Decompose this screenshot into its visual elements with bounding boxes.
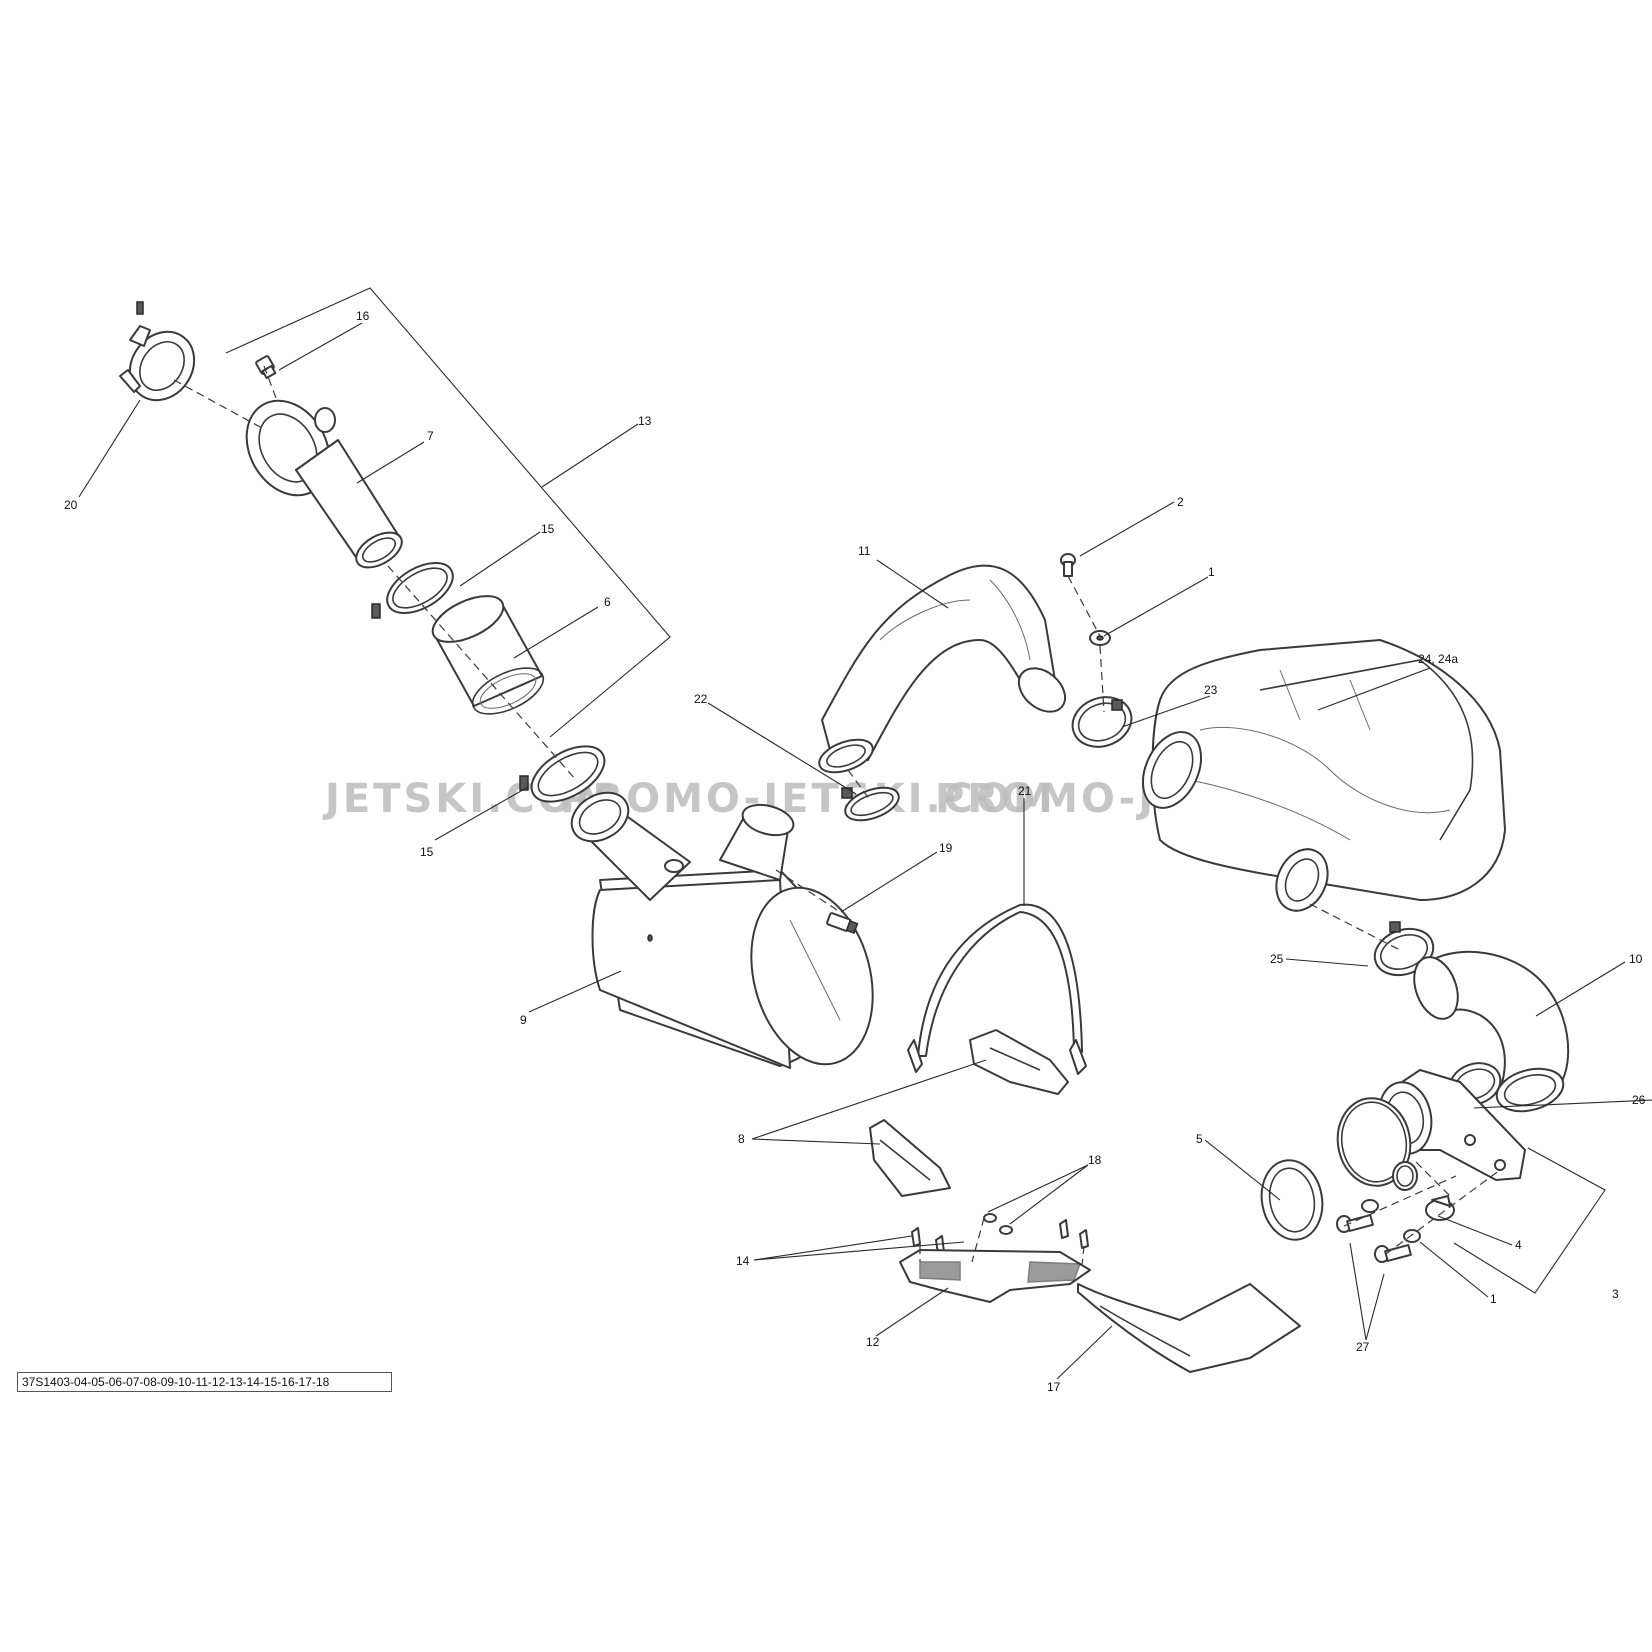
part-27-bolts <box>1336 1214 1412 1263</box>
part-1-washers-bottom <box>1361 1199 1421 1243</box>
callout-25: 25 <box>1270 952 1284 966</box>
callout-17: 17 <box>1047 1380 1061 1394</box>
assembly-dashed-lines <box>173 365 1501 1267</box>
reference-code: 37S1403-04-05-06-07-08-09-10-11-12-13-14… <box>22 1375 330 1389</box>
callout-8: 8 <box>738 1132 745 1146</box>
callout-13: 13 <box>638 414 652 428</box>
callout-24-24a: 24, 24a <box>1418 652 1458 666</box>
callout-12: 12 <box>866 1335 880 1349</box>
callout-1-top: 1 <box>1208 565 1215 579</box>
callout-27: 27 <box>1356 1340 1370 1354</box>
part-20-clamp <box>119 301 196 402</box>
callout-20: 20 <box>64 498 78 512</box>
callout-10: 10 <box>1629 952 1643 966</box>
callout-14: 14 <box>736 1254 750 1268</box>
callout-9: 9 <box>520 1013 527 1027</box>
part-17-heat-shield <box>1077 1283 1301 1373</box>
part-10-elbow-hose <box>1413 950 1570 1113</box>
callout-23: 23 <box>1204 683 1218 697</box>
part-24-muffler-box <box>1141 639 1506 912</box>
reference-code-box: 37S1403-04-05-06-07-08-09-10-11-12-13-14… <box>17 1372 392 1392</box>
group-bracket-lines <box>225 287 1606 1294</box>
watermark-2: PROMO-JETSKI.COM <box>560 776 1056 822</box>
part-1-washer-top <box>1089 630 1111 646</box>
part-15-clamp-upper <box>371 562 454 619</box>
callout-11: 11 <box>858 544 871 558</box>
callout-21: 21 <box>1018 784 1032 798</box>
part-8-bracket-upper <box>969 1029 1069 1095</box>
callout-6: 6 <box>604 595 611 609</box>
part-22-clamp <box>841 786 900 822</box>
part-14-rivets <box>911 1219 1089 1255</box>
part-18-screws <box>983 1213 1013 1235</box>
callout-22: 22 <box>694 692 708 706</box>
callout-16: 16 <box>356 309 370 323</box>
part-15-clamp-lower <box>519 745 606 803</box>
callout-15-upper: 15 <box>541 522 555 536</box>
part-3-outlet-assembly <box>1336 1069 1526 1191</box>
callout-18: 18 <box>1088 1153 1102 1167</box>
leader-lines <box>78 322 1652 1380</box>
part-19-sensor <box>826 912 859 935</box>
part-7-outlet-pipe <box>245 399 403 569</box>
part-8-bracket-lower <box>869 1119 951 1197</box>
part-6-sleeve <box>431 595 545 715</box>
callout-2: 2 <box>1177 495 1184 509</box>
part-2-screw <box>1060 553 1076 577</box>
part-9-muffler <box>570 791 874 1069</box>
callout-26: 26 <box>1632 1093 1646 1107</box>
callout-4: 4 <box>1515 1238 1522 1252</box>
callout-labels: 16 20 7 13 15 6 15 9 22 11 2 1 23 24, 24… <box>64 309 1646 1394</box>
callout-5: 5 <box>1196 1132 1203 1146</box>
part-4-clip <box>1425 1195 1455 1221</box>
callout-19: 19 <box>939 841 953 855</box>
part-21-strap <box>907 903 1087 1075</box>
callout-7: 7 <box>427 429 434 443</box>
part-16-fitting <box>255 355 277 379</box>
part-12-plate <box>899 1249 1091 1303</box>
callout-15-lower: 15 <box>420 845 434 859</box>
part-5-ring-nut <box>1260 1159 1324 1241</box>
callout-3: 3 <box>1612 1287 1619 1301</box>
part-23-clamp <box>1071 696 1133 748</box>
part-11-hose <box>818 564 1067 774</box>
callout-1-bottom: 1 <box>1490 1292 1497 1306</box>
